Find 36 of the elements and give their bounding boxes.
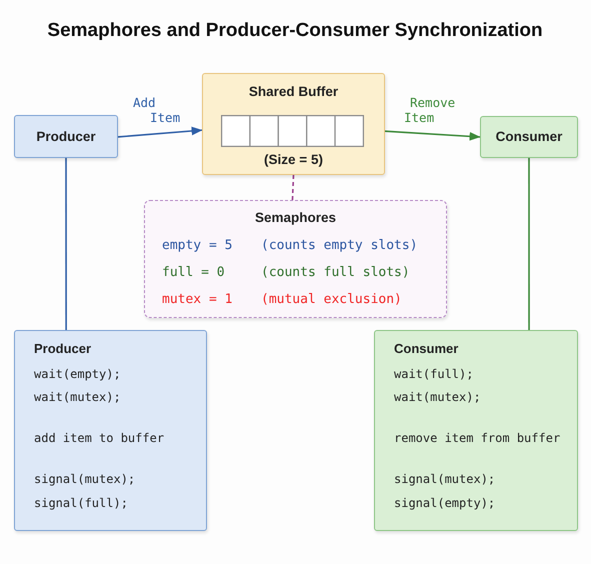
code-line: add item to buffer: [34, 430, 164, 446]
code-line: signal(mutex);: [394, 471, 496, 487]
dashed-connector: [292, 174, 294, 200]
section-title: Consumer: [394, 341, 458, 357]
arrow: [118, 126, 203, 138]
code-line: signal(empty);: [394, 495, 496, 511]
semaphore-comment: (mutual exclusion): [261, 292, 402, 308]
process-box: [14, 115, 118, 158]
connector-line: [528, 158, 530, 330]
code-panel: [374, 330, 578, 531]
edge-label: Remove Item: [404, 95, 456, 125]
arrow: [384, 130, 481, 141]
size-label: (Size = 5): [264, 152, 323, 168]
process-box: [480, 116, 578, 158]
code-line: signal(mutex);: [34, 471, 136, 487]
diagram-title: Semaphores and Producer-Consumer Synchronization: [47, 20, 543, 42]
section-title: Semaphores: [254, 210, 336, 226]
code-line: wait(empty);: [34, 366, 121, 382]
semaphore-value: empty = 5: [162, 238, 232, 254]
semaphore-panel: [144, 200, 447, 318]
semaphore-comment: (counts empty slots): [261, 238, 418, 254]
section-title: Producer: [34, 341, 92, 357]
semaphore-value: full = 0: [162, 265, 225, 281]
code-line: remove item from buffer: [394, 430, 560, 446]
connector-line: [65, 158, 67, 330]
code-line: wait(mutex);: [394, 389, 481, 405]
semaphore-value: mutex = 1: [162, 292, 232, 308]
code-panel: [14, 330, 207, 531]
buffer-box: [202, 73, 385, 175]
code-line: signal(full);: [34, 495, 128, 511]
code-line: wait(mutex);: [34, 389, 121, 405]
node-title: Shared Buffer: [248, 84, 338, 100]
code-line: wait(full);: [394, 366, 474, 382]
node-label: Producer: [36, 128, 96, 144]
semaphore-comment: (counts full slots): [261, 265, 410, 281]
node-label: Consumer: [496, 129, 562, 145]
